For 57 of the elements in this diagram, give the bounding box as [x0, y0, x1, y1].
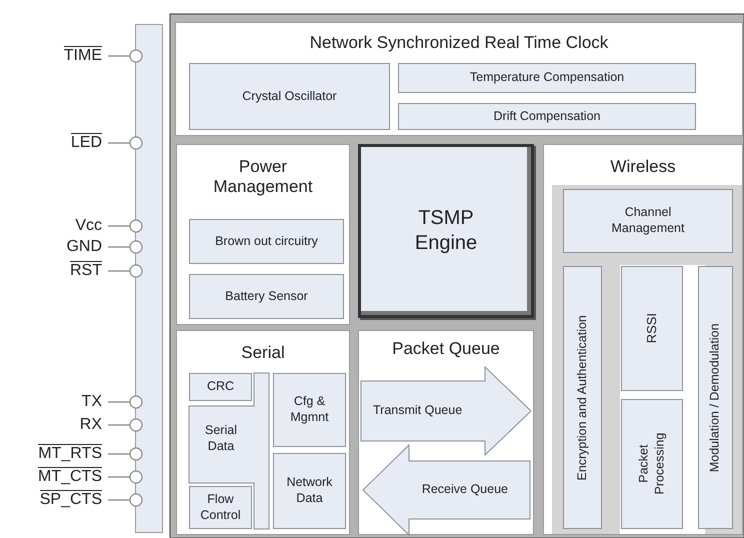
section-title: Wireless — [609, 157, 677, 178]
section-panel — [358, 330, 534, 535]
block-label: TSMP Engine — [414, 206, 478, 256]
section-panel — [175, 22, 743, 136]
pin-name: TX — [82, 394, 102, 410]
block-label: Channel Management — [610, 205, 686, 237]
pin-name: MT_RTS — [38, 444, 102, 462]
block-label: Serial Data — [204, 423, 238, 454]
section-title: Power Management — [212, 157, 314, 198]
block-label: Transmit Queue — [373, 403, 462, 417]
block-label: Flow Control — [199, 492, 242, 524]
pin-name: TIME — [64, 46, 102, 64]
block-label: RSSI — [644, 313, 660, 344]
arrow-shaped-block — [363, 445, 530, 535]
section-title: Network Synchronized Real Time Clock — [308, 33, 610, 54]
block-label: Cfg & Mgmnt — [289, 394, 330, 426]
block-label: CRC — [206, 379, 236, 395]
pin-name: RX — [80, 417, 102, 433]
arrow-shaped-block — [361, 367, 531, 455]
function-block — [189, 486, 252, 529]
block-label: Drift Compensation — [494, 108, 600, 124]
block-label: Crystal Oscillator — [242, 88, 337, 104]
block-label: Modulation / Demodulation — [708, 323, 723, 472]
function-block — [398, 63, 696, 93]
block-label: Temperature Compensation — [470, 70, 624, 86]
block-label: Brown out circuitry — [215, 234, 318, 250]
function-block — [621, 266, 683, 391]
block-label: Packet Processing — [636, 432, 667, 497]
pin-name: GND — [66, 239, 102, 255]
engine-block — [358, 144, 534, 318]
function-block — [189, 373, 252, 401]
pin-name: LED — [70, 133, 102, 151]
pin-name: RST — [70, 261, 102, 279]
section-panel — [176, 330, 350, 535]
block-label: Encryption and Authentication — [574, 314, 590, 480]
function-block — [563, 189, 733, 253]
function-block — [189, 219, 344, 264]
function-block — [189, 373, 269, 529]
function-block — [189, 274, 344, 319]
function-block — [273, 453, 346, 529]
pin-name: Vcc — [75, 218, 102, 234]
block-label: Network Data — [286, 475, 334, 507]
function-block — [621, 399, 683, 529]
function-block — [189, 63, 390, 130]
function-block — [698, 266, 733, 529]
section-panel — [176, 144, 350, 325]
function-block — [273, 373, 346, 447]
pin-bus-bar — [135, 24, 163, 533]
block-label: Battery Sensor — [225, 288, 308, 304]
function-block — [563, 266, 602, 529]
section-panel — [543, 144, 743, 535]
section-title: Serial — [240, 343, 286, 364]
function-block — [398, 103, 696, 130]
pin-name: SP_CTS — [40, 490, 102, 508]
section-title: Packet Queue — [391, 339, 501, 360]
block-label: Receive Queue — [422, 482, 508, 496]
pin-name: MT_CTS — [38, 467, 102, 485]
